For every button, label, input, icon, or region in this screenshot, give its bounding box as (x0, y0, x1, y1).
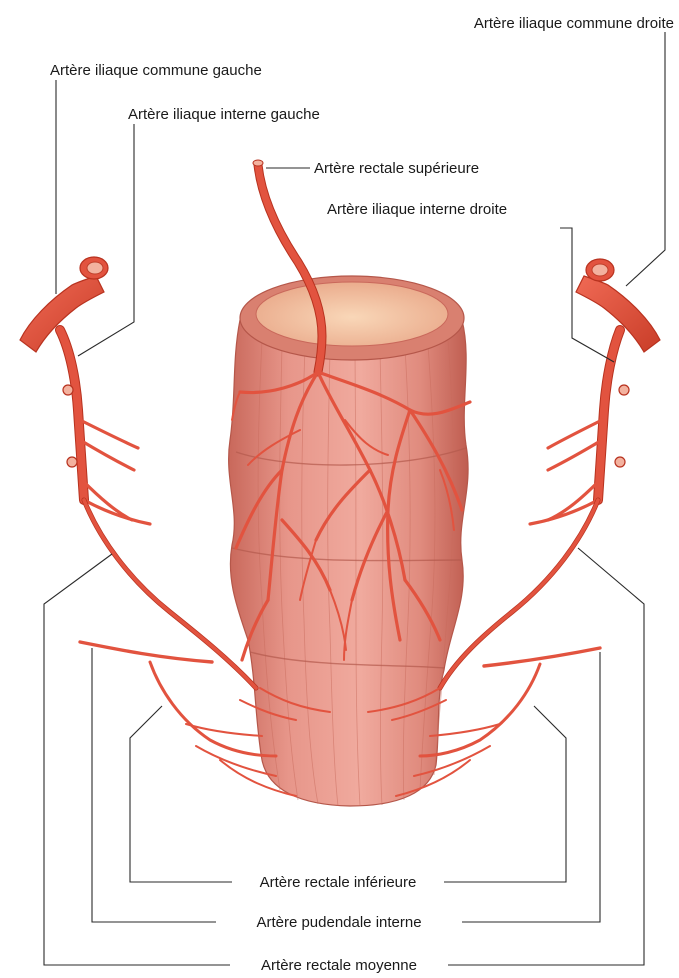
label-superior-rectal: Artère rectale supérieure (314, 160, 479, 177)
label-common-iliac-right: Artère iliaque commune droite (474, 15, 674, 32)
label-middle-rectal: Artère rectale moyenne (261, 957, 417, 974)
label-internal-pudendal: Artère pudendale interne (256, 914, 421, 931)
label-inferior-rectal: Artère rectale inférieure (260, 874, 417, 891)
leader-middle-rectal-right (448, 548, 644, 965)
right-iliac-arteries (440, 259, 660, 688)
leader-inferior-rectal-left (130, 706, 232, 882)
leader-internal-pudendal-left (92, 648, 216, 922)
leader-middle-rectal-left (44, 554, 230, 965)
leader-internal-iliac-left (78, 124, 134, 356)
leader-common-iliac-right (626, 32, 665, 286)
label-internal-iliac-right: Artère iliaque interne droite (327, 201, 507, 218)
label-internal-iliac-left: Artère iliaque interne gauche (128, 106, 320, 123)
rectum-lumen (240, 276, 464, 360)
label-common-iliac-left: Artère iliaque commune gauche (50, 62, 262, 79)
left-iliac-arteries (20, 257, 256, 688)
